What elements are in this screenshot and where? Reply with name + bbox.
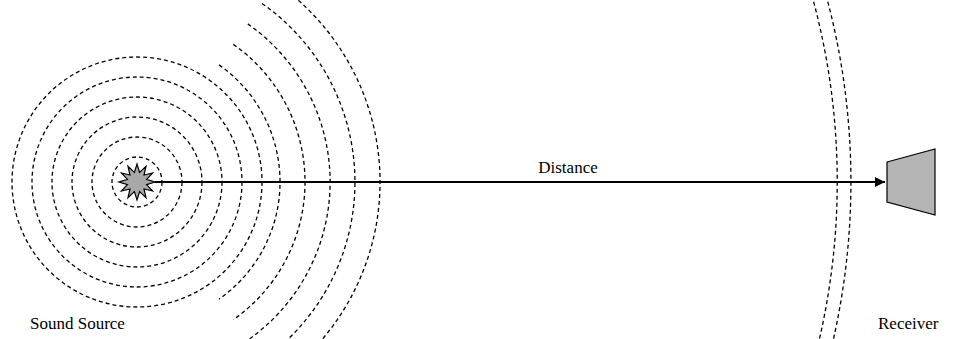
wave-fronts (12, 0, 851, 339)
wave-arc (812, 0, 837, 339)
wave-arc (826, 0, 851, 339)
trapezoid-outline (886, 148, 936, 216)
wave-arc (262, 4, 355, 339)
node-label: Receiver (878, 314, 938, 334)
wave-circle (112, 157, 162, 207)
sound-source: Sound Source (119, 164, 155, 200)
receiver-shape (887, 149, 935, 215)
wave-arc (277, 0, 381, 339)
burst-shape (119, 164, 155, 200)
burst-outline (119, 164, 155, 200)
edge-label: Distance (538, 158, 597, 178)
node-label: Sound Source (30, 314, 125, 334)
receiver: Receiver (886, 148, 936, 216)
distance-arrow (155, 181, 885, 183)
